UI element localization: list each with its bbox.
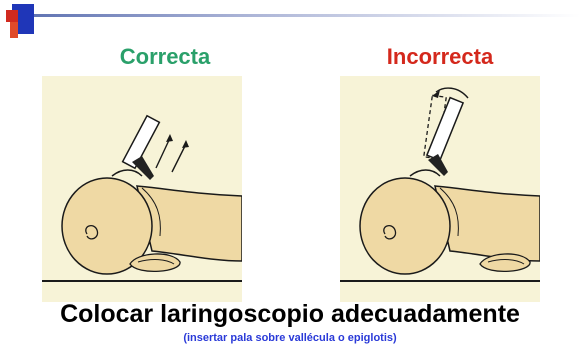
infant-intubation-incorrect-icon: [340, 76, 540, 302]
bullet-logo-red-square: [6, 10, 18, 22]
heading-correct: Correcta: [70, 44, 260, 70]
illustration-correct: [42, 76, 242, 302]
bullet-logo-red-bar: [10, 22, 18, 38]
slide-header-bar: [0, 0, 580, 40]
header-rule: [16, 14, 580, 17]
sub-caption: (insertar pala sobre vallécula o epiglot…: [0, 332, 580, 344]
illustration-incorrect: [340, 76, 540, 302]
main-caption: Colocar laringoscopio adecuadamente: [0, 300, 580, 329]
infant-intubation-correct-icon: [42, 76, 242, 302]
heading-incorrect: Incorrecta: [345, 44, 535, 70]
